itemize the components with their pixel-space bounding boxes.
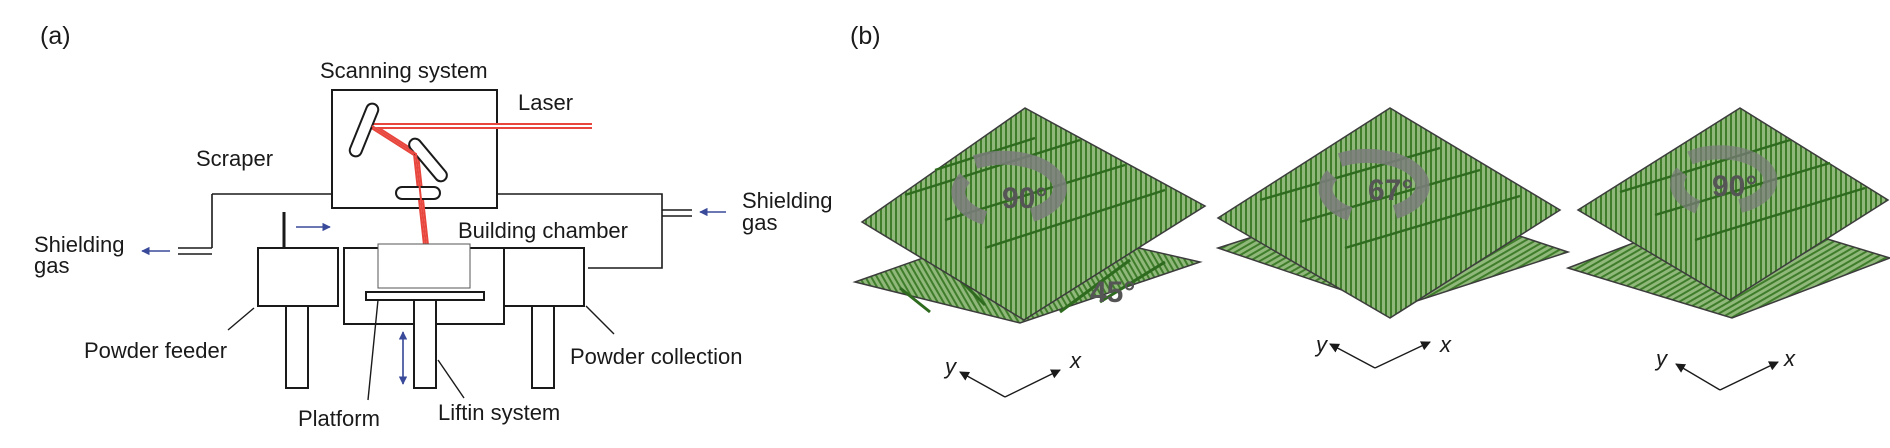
axis-y-1: y <box>943 354 958 379</box>
rotation-arrow-icon <box>1318 149 1430 221</box>
laser-label: Laser <box>518 90 573 115</box>
axis-y-3: y <box>1654 346 1669 371</box>
upper-layer <box>1576 107 1890 301</box>
scanning-system-label: Scanning system <box>320 58 488 83</box>
offset-angle: 45° <box>1090 276 1135 309</box>
platform-label: Platform <box>298 406 380 431</box>
powder-collection-piston <box>531 305 555 389</box>
rotation-angle-2: 67° <box>1368 174 1413 207</box>
axis-x-2: x <box>1439 332 1452 357</box>
powder-collection-box <box>503 247 585 307</box>
powder-collection-label: Powder collection <box>570 344 742 369</box>
scraper-label: Scraper <box>196 146 273 171</box>
axis-icon <box>1675 361 1779 391</box>
lifting-piston <box>413 299 437 389</box>
building-chamber-label: Building chamber <box>458 218 628 243</box>
axis-x-1: x <box>1069 348 1082 373</box>
panel-b-label: (b) <box>850 22 881 50</box>
platform <box>365 291 485 301</box>
panel-a-label: (a) <box>40 22 71 50</box>
upper-layer <box>1216 107 1562 319</box>
powder-feeder-piston <box>285 305 309 389</box>
axis-x-3: x <box>1783 346 1796 371</box>
shielding-gas-left-line2: gas <box>34 253 69 278</box>
lifting-system-label: Liftin system <box>438 400 560 425</box>
axis-icon <box>959 369 1061 398</box>
axis-icon <box>1329 341 1431 369</box>
scan-strategy-3: 90° y x <box>1565 107 1890 391</box>
axis-y-2: y <box>1314 332 1329 357</box>
shielding-gas-left-line1: Shielding <box>34 232 125 257</box>
shielding-gas-right-line2: gas <box>742 210 777 235</box>
rotation-arrow-icon <box>1670 145 1778 214</box>
powder-feeder-box <box>257 247 339 307</box>
rotation-angle-3: 90° <box>1712 170 1757 203</box>
panel-a: (a) Scanning system Laser Building chamb… <box>34 22 833 431</box>
scan-strategy-2: 67° y x <box>1215 107 1571 369</box>
galvo-mirrors <box>348 102 448 200</box>
building-chamber-outline <box>211 193 663 269</box>
panel-b: (b) 90° 45° <box>850 22 1890 398</box>
rotation-angle-1: 90° <box>1002 182 1047 215</box>
scan-strategy-1: 90° 45° y x <box>852 107 1207 398</box>
shielding-gas-right-line1: Shielding <box>742 188 833 213</box>
rotation-arrow-icon <box>951 150 1067 225</box>
powder-feeder-label: Powder feeder <box>84 338 227 363</box>
